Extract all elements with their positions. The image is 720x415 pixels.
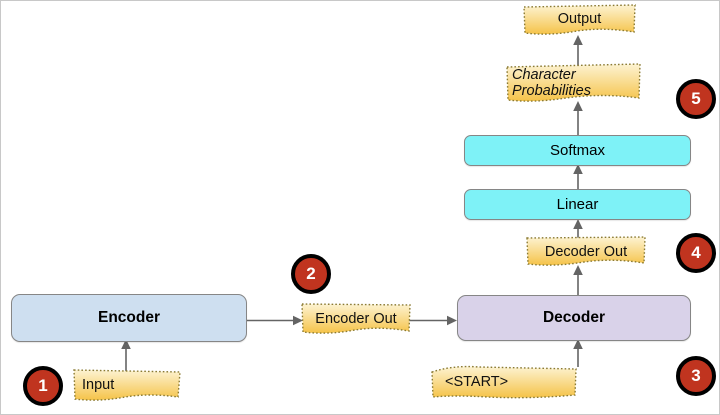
connector-linear-to-softmax [573, 164, 583, 190]
encoder-out-data-node[interactable]: Encoder Out [301, 303, 411, 336]
badge-2-number: 2 [306, 264, 316, 283]
document-shape [526, 236, 646, 266]
connector-decoder-to-decoderout [573, 265, 583, 295]
document-shape [73, 369, 181, 401]
decoder-label: Decoder [542, 309, 606, 326]
connector-encoder-to-encoderout [245, 315, 303, 326]
decoder-out-data-node[interactable]: Decoder Out [526, 236, 646, 269]
badge-3[interactable]: 3 [676, 356, 716, 396]
character-probabilities-data-node[interactable]: Character Probabilities [506, 63, 641, 107]
connector-encoderout-to-decoder [409, 315, 457, 326]
output-data-node[interactable]: Output [523, 4, 636, 39]
document-shape [431, 365, 577, 399]
badge-4-number: 4 [691, 243, 701, 262]
start-token-data-node[interactable]: <START> [431, 364, 577, 400]
encoder-label: Encoder [97, 309, 160, 326]
connector-softmax-to-charprobs [573, 101, 583, 135]
connector-linear-to-decoderout-up [573, 219, 583, 239]
badge-1-number: 1 [38, 376, 48, 395]
badge-3-number: 3 [691, 366, 701, 385]
decoder-block[interactable]: Decoder [457, 295, 691, 341]
encoder-block[interactable]: Encoder [11, 294, 247, 342]
connector-start-to-decoder [573, 339, 583, 367]
document-shape [523, 4, 636, 35]
softmax-label: Softmax [549, 142, 606, 159]
document-shape [506, 63, 641, 102]
connector-charprobs-to-output [573, 35, 583, 67]
badge-1[interactable]: 1 [23, 366, 63, 406]
document-shape [301, 303, 411, 334]
badge-2[interactable]: 2 [291, 254, 331, 294]
badge-5-number: 5 [691, 89, 701, 108]
softmax-block[interactable]: Softmax [464, 135, 691, 166]
connector-input-to-encoder [121, 339, 131, 371]
linear-block[interactable]: Linear [464, 189, 691, 220]
linear-label: Linear [556, 196, 599, 213]
badge-5[interactable]: 5 [676, 79, 716, 119]
badge-4[interactable]: 4 [676, 233, 716, 273]
input-data-node[interactable]: Input [73, 369, 181, 402]
